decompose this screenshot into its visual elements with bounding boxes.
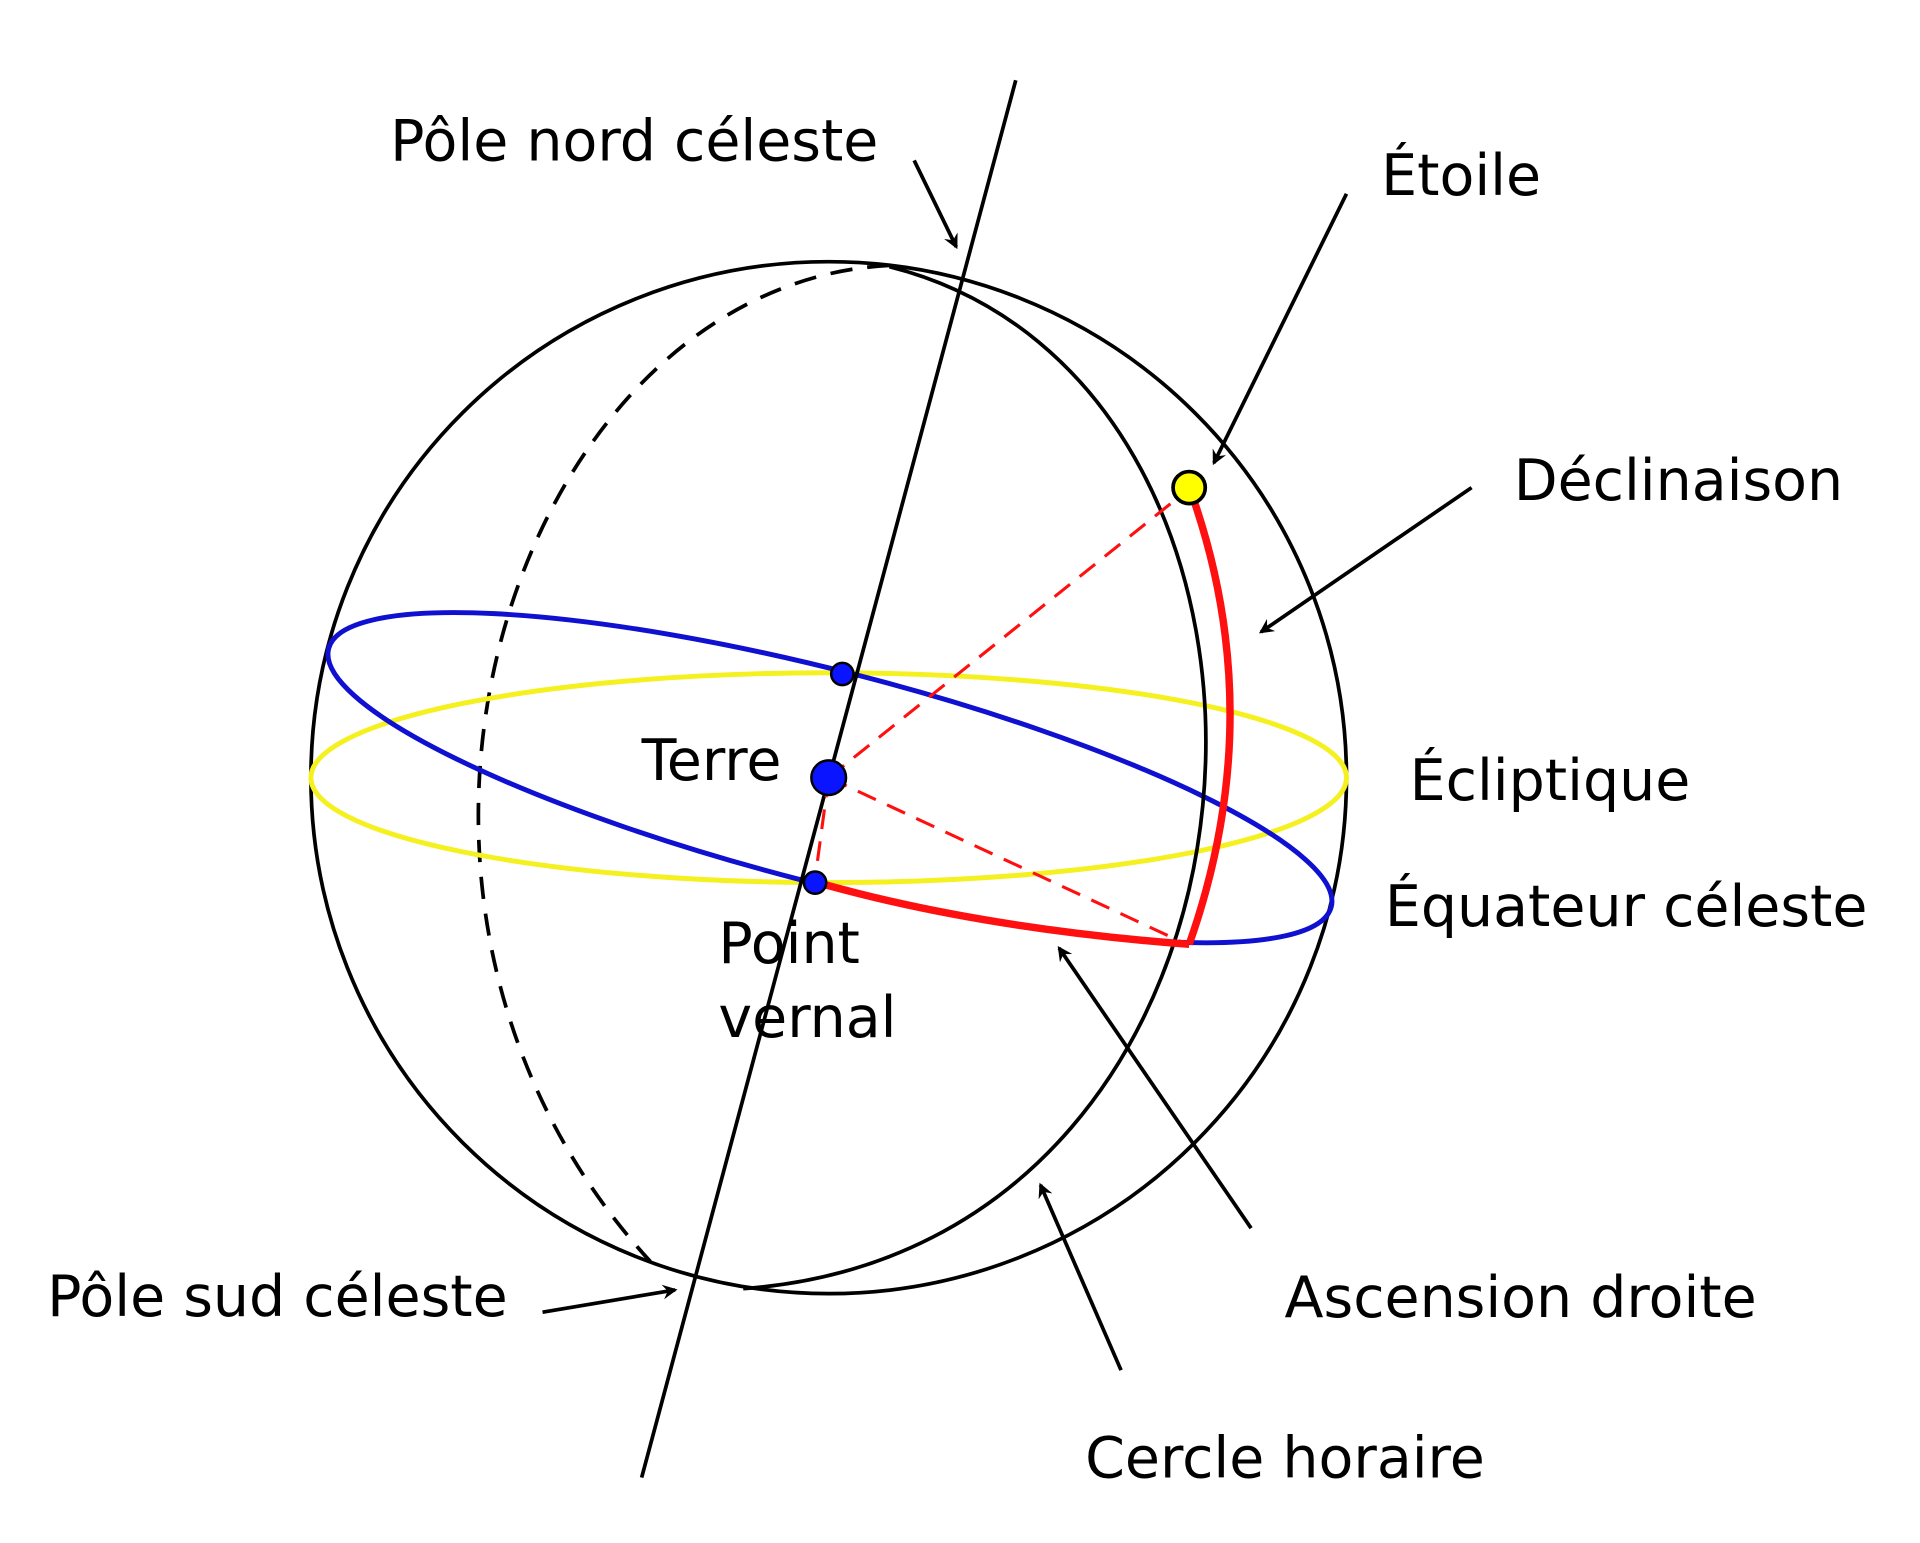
label-vernal-point-1: Point <box>718 911 859 977</box>
declination-arc <box>1185 492 1234 946</box>
label-earth: Terre <box>641 728 782 794</box>
back-meridian-dashed <box>476 263 890 1263</box>
declination-arrow <box>1258 486 1473 634</box>
vernal-point <box>802 870 828 895</box>
earth-point <box>810 759 848 797</box>
right-ascension-arc <box>816 879 1190 949</box>
north-pole-arrow <box>912 159 958 250</box>
hour-circle-arc <box>743 264 1208 1291</box>
south-pole-arrow <box>542 1284 678 1314</box>
star-point <box>1171 469 1208 506</box>
label-vernal-point-2: vernal <box>718 985 896 1051</box>
label-south-pole: Pôle sud céleste <box>47 1264 508 1330</box>
label-celestial-equator: Équateur céleste <box>1385 872 1868 940</box>
equator-node-point <box>829 661 855 687</box>
label-ecliptic: Écliptique <box>1410 746 1691 814</box>
label-star: Étoile <box>1381 141 1541 209</box>
hour-circle-arrow <box>1038 1182 1123 1371</box>
label-north-pole: Pôle nord céleste <box>390 109 878 175</box>
star-arrow <box>1212 192 1349 466</box>
right-ascension-arrow <box>1057 945 1253 1230</box>
label-hour-circle: Cercle horaire <box>1085 1426 1485 1492</box>
label-right-ascension: Ascension droite <box>1285 1265 1757 1331</box>
label-declination: Déclinaison <box>1514 448 1843 514</box>
